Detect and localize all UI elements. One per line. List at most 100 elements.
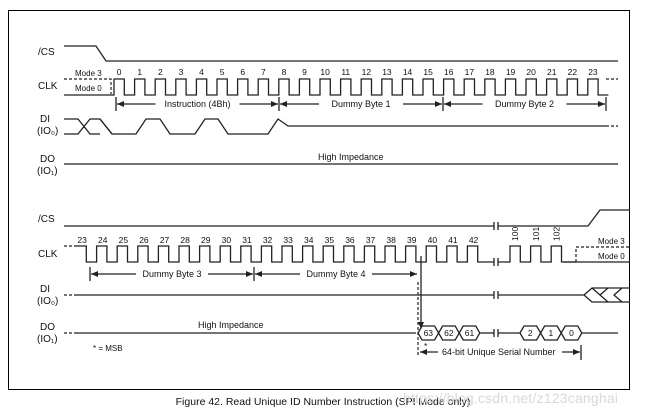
data-bit-label: 2	[528, 328, 533, 338]
clk-tick-label: 7	[261, 67, 266, 77]
mode3-dashed-line-bottom	[575, 246, 630, 262]
clk-tick-label: 35	[325, 235, 335, 245]
figure-caption: Figure 42. Read Unique ID Number Instruc…	[175, 396, 471, 408]
serial-span-left-arrowhead	[420, 349, 427, 355]
clk-tick-label: 8	[282, 67, 287, 77]
clk-tick-label: 0	[117, 67, 122, 77]
data-bit-label: 61	[465, 328, 475, 338]
do-state-bottom: High Impedance	[198, 320, 264, 330]
clk-tick-label: 16	[444, 67, 454, 77]
span-arrowhead-right	[598, 101, 605, 107]
byte-spans-bottom: Dummy Byte 3 Dummy Byte 4	[89, 267, 417, 281]
clk-pulses-bottom	[76, 245, 494, 263]
clk-waveform-top	[111, 78, 609, 96]
clk-break-bottom	[493, 258, 499, 266]
span-arrowhead-left	[91, 271, 98, 277]
di-sub-label-top: (IO₀)	[37, 126, 58, 137]
clk-tick-label: 29	[201, 235, 211, 245]
serial-span-label: 64-bit Unique Serial Number	[442, 347, 556, 357]
clk-tick-label: 22	[568, 67, 578, 77]
data-bit-label: 62	[444, 328, 454, 338]
msb-legend: * = MSB	[93, 344, 123, 353]
clk-tick-label: 39	[407, 235, 417, 245]
cs-label-bottom: /CS	[38, 214, 55, 225]
clk-tick-label: 23	[588, 67, 598, 77]
clk-tick-label: 19	[506, 67, 516, 77]
clk-tick-label: 36	[345, 235, 355, 245]
clk-tick-label: 2	[158, 67, 163, 77]
clk-tick-label: 25	[119, 235, 129, 245]
clk-pulses-after-break	[498, 245, 576, 263]
clk-tick-label: 38	[386, 235, 396, 245]
di-sub-label-bottom: (IO₀)	[37, 296, 58, 307]
clk-tick-label: 27	[160, 235, 170, 245]
di-break-bottom	[493, 291, 499, 299]
data-bit-label: 1	[549, 328, 554, 338]
clk-tick-label: 26	[139, 235, 149, 245]
clk-tick-label: 34	[304, 235, 314, 245]
di-label-bottom: DI	[40, 284, 50, 295]
clk-label-bottom: CLK	[38, 249, 58, 260]
span-arrowhead-left	[117, 101, 124, 107]
cs-waveform-bottom	[64, 209, 630, 227]
clk-tick-label: 1	[137, 67, 142, 77]
span-arrowhead-right	[246, 271, 253, 277]
span-label: Dummy Byte 3	[142, 269, 201, 279]
clk-tick-label: 10	[320, 67, 330, 77]
clk39-to-do-arrowhead	[418, 322, 424, 329]
span-label: Dummy Byte 2	[495, 99, 554, 109]
span-arrowhead-right	[271, 101, 278, 107]
clk-tick-label: 18	[485, 67, 495, 77]
clk-tick-label: 41	[448, 235, 458, 245]
do-label-top: DO	[40, 154, 55, 165]
di-waveform-bottom	[76, 287, 630, 303]
span-arrowhead-right	[435, 101, 442, 107]
clk-tick-label: 101	[531, 227, 541, 241]
di-waveform-top-lower	[99, 118, 113, 135]
watermark: https://blog.csdn.net/z123canghai	[403, 390, 619, 406]
clk-tick-label: 100	[510, 227, 520, 241]
clk-tick-label: 13	[382, 67, 392, 77]
clk-tick-label: 20	[526, 67, 536, 77]
byte-spans-top: Instruction (4Bh) Dummy Byte 1 Dummy Byte …	[115, 97, 607, 111]
clk-tick-label: 24	[98, 235, 108, 245]
clk-tick-label: 9	[302, 67, 307, 77]
clk-tick-label: 31	[242, 235, 252, 245]
di-waveform-top	[64, 118, 606, 135]
clk-tick-label: 4	[199, 67, 204, 77]
mode0-label-bottom: Mode 0	[598, 252, 625, 261]
span-arrowhead-left	[280, 101, 287, 107]
clk-tick-label: 17	[465, 67, 475, 77]
clk-tick-label: 12	[362, 67, 372, 77]
do-state-top: High Impedance	[318, 152, 384, 162]
span-label: Dummy Byte 1	[331, 99, 390, 109]
clk-label-top: CLK	[38, 81, 58, 92]
span-arrowhead-left	[255, 271, 262, 277]
clk-tick-label: 102	[551, 227, 561, 241]
clk-tick-label: 15	[423, 67, 433, 77]
serial-span-right-arrowhead	[573, 349, 580, 355]
clk-tick-label: 14	[403, 67, 413, 77]
do-sub-label-top: (IO₁)	[37, 166, 58, 177]
clk-tick-label: 30	[222, 235, 232, 245]
span-label: Instruction (4Bh)	[164, 99, 230, 109]
clk-pulses-top	[111, 78, 609, 96]
clk-tick-label: 3	[179, 67, 184, 77]
clk-tick-label: 21	[547, 67, 557, 77]
clk-tick-label: 23	[77, 235, 87, 245]
data-bit-label: 63	[424, 328, 434, 338]
clk-tick-label: 40	[428, 235, 438, 245]
span-arrowhead-left	[444, 101, 451, 107]
clk-tick-label: 37	[366, 235, 376, 245]
mode3-label-top: Mode 3	[75, 69, 102, 78]
do-break-bottom	[493, 329, 499, 337]
span-label: Dummy Byte 4	[306, 269, 365, 279]
clk-tick-label: 28	[180, 235, 190, 245]
do-label-bottom: DO	[40, 322, 55, 333]
msb-marker: *	[424, 341, 428, 351]
cs-label-top: /CS	[38, 47, 55, 58]
do-sub-label-bottom: (IO₁)	[37, 334, 58, 345]
